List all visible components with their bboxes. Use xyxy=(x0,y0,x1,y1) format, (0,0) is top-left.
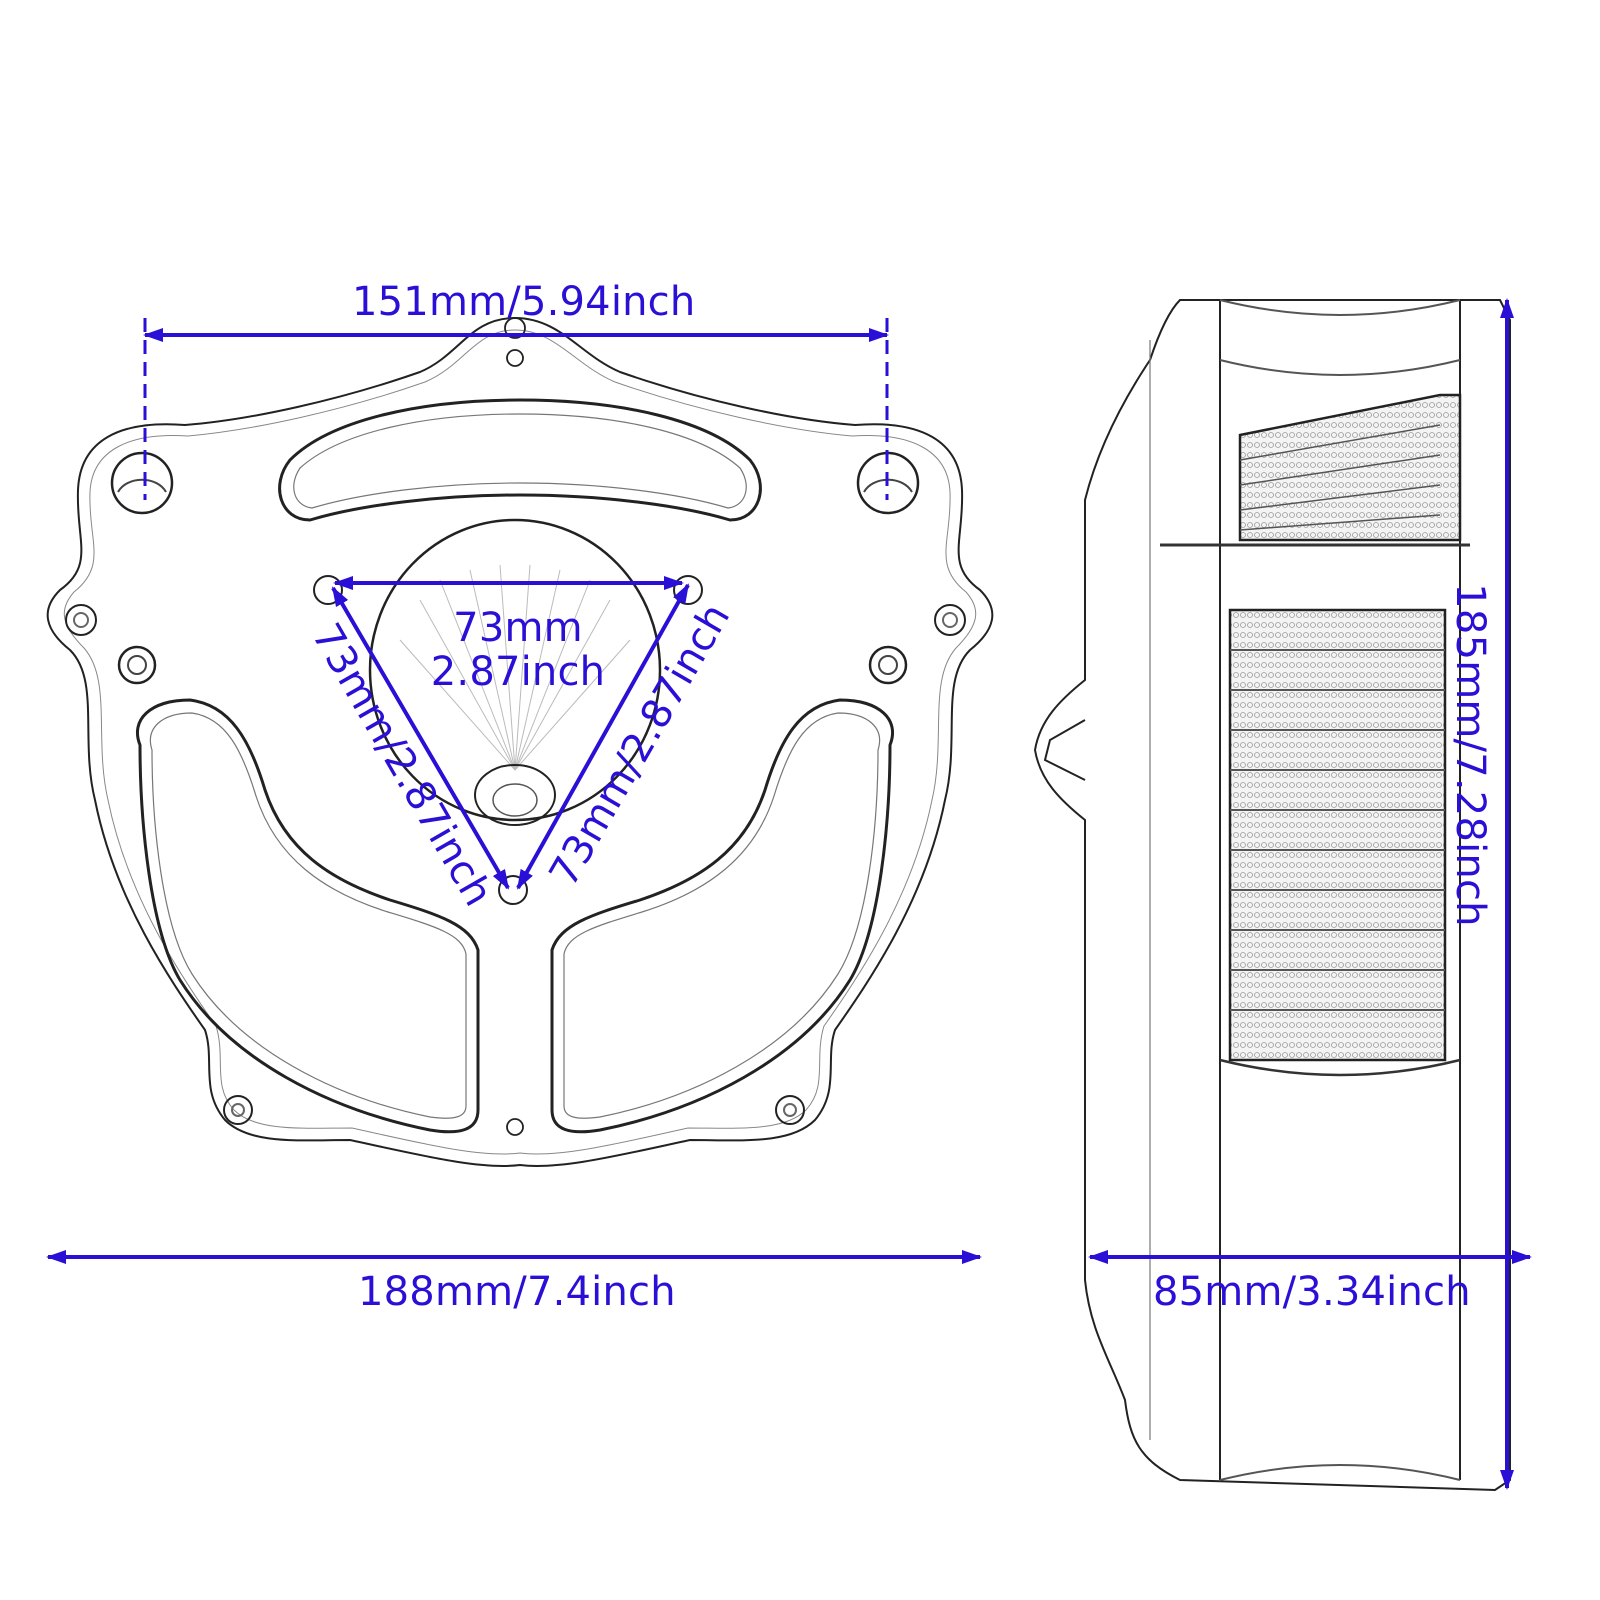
front-plate-outline xyxy=(46,316,994,1167)
label-side-height: 185mm/7.28inch xyxy=(1447,583,1493,927)
label-triangle-top-inch: 2.87inch xyxy=(430,649,606,695)
lower-right-slot xyxy=(550,698,894,1134)
label-triangle-top: 73mm 2.87inch xyxy=(428,606,608,694)
intake-nub xyxy=(1043,719,1086,781)
main-filter xyxy=(1228,608,1447,1062)
dim-triangle-left xyxy=(331,586,510,890)
dimension-lines xyxy=(46,298,1532,1490)
side-backplate xyxy=(1033,299,1511,1492)
lower-left-slot xyxy=(136,698,480,1134)
dim-triangle-right xyxy=(516,583,690,890)
upper-filter xyxy=(1238,393,1462,542)
front-view xyxy=(46,316,994,1167)
mount-holes xyxy=(65,317,966,1136)
label-side-depth: 85mm/3.34inch xyxy=(1153,1269,1471,1315)
label-overall-width: 188mm/7.4inch xyxy=(358,1269,676,1315)
top-slot xyxy=(278,398,762,522)
side-view xyxy=(1033,299,1511,1492)
label-top-mount-width: 151mm/5.94inch xyxy=(352,279,696,325)
label-triangle-top-mm: 73mm xyxy=(453,605,583,651)
